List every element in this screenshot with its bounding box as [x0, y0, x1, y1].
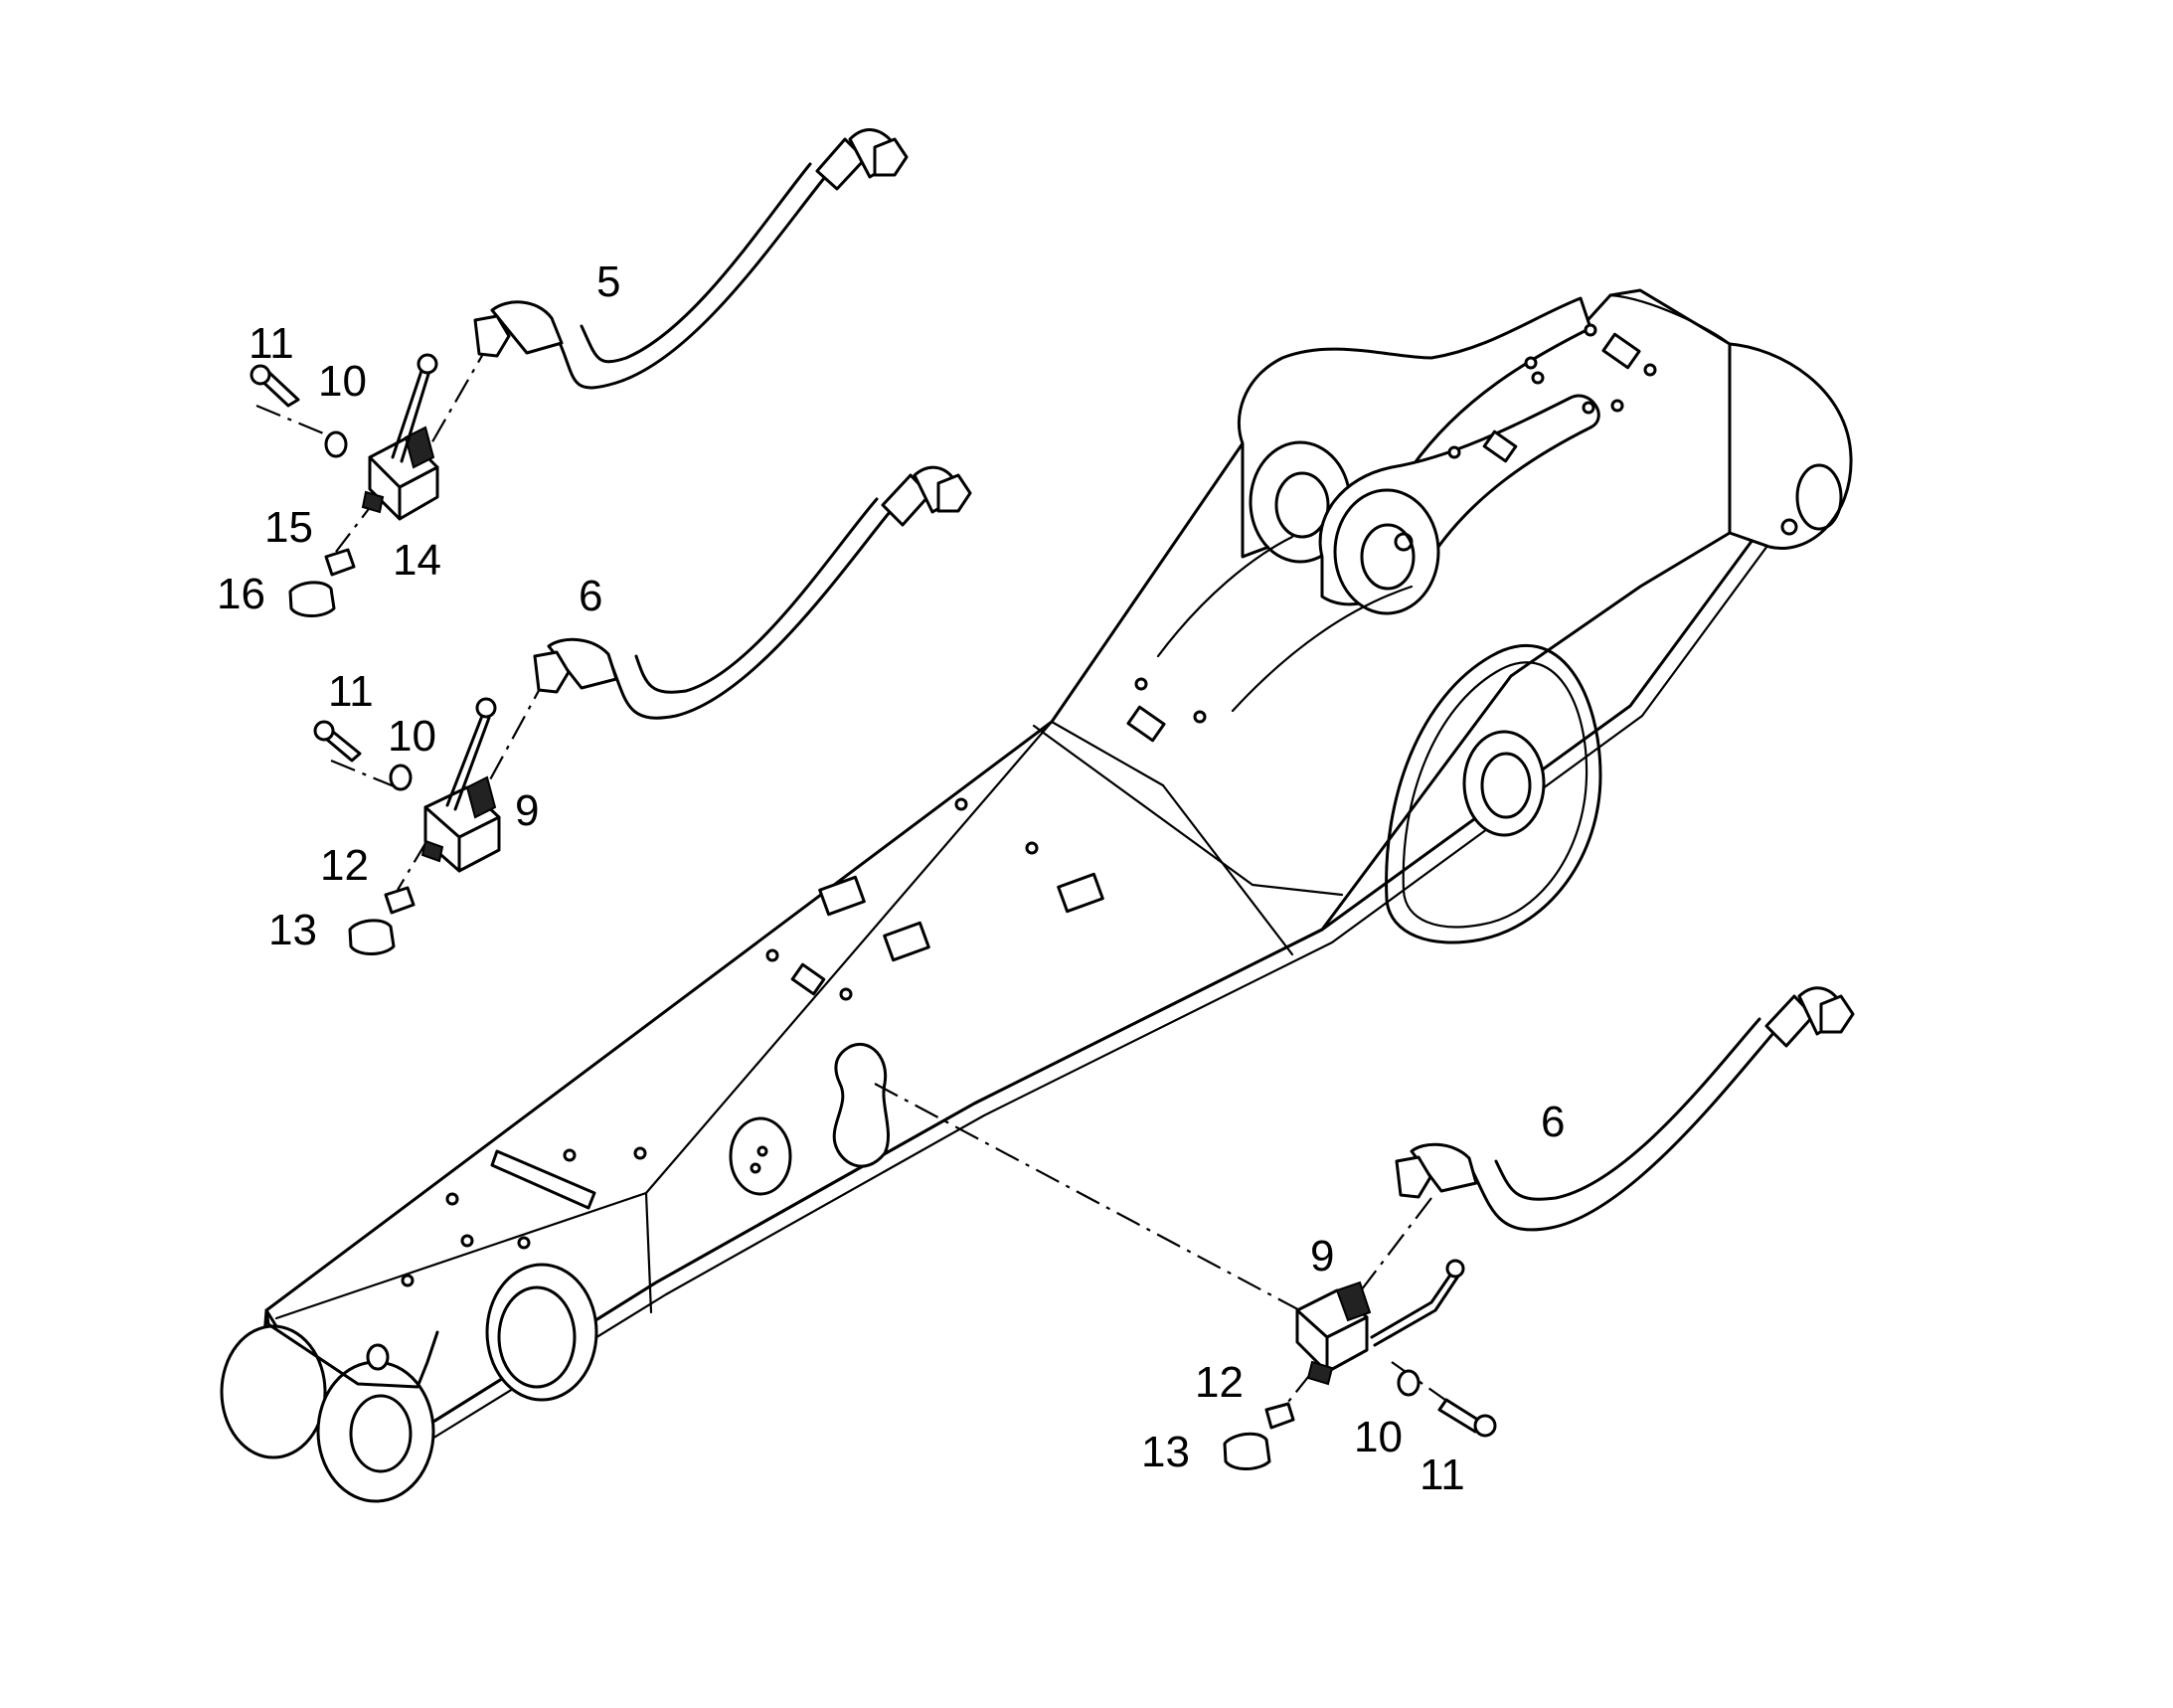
side-panel-oval [1385, 643, 1602, 944]
boom-top-plate [264, 288, 1799, 1449]
cap-16 [288, 581, 336, 617]
callout-14: 14 [393, 536, 441, 585]
callout-13-lower: 13 [1141, 1428, 1190, 1476]
callout-13-mid: 13 [268, 906, 317, 954]
seal-12-low [1264, 1402, 1295, 1430]
bolt-11-low [1437, 1398, 1483, 1434]
callout-12-lower: 12 [1195, 1358, 1244, 1407]
callout-6-lower: 6 [1541, 1098, 1565, 1146]
valve-assembly-middle [313, 697, 501, 955]
callout-16: 16 [217, 570, 265, 618]
callout-10-lower: 10 [1354, 1413, 1403, 1461]
callout-10-top: 10 [318, 357, 367, 406]
washer-10-mid [389, 764, 413, 791]
boom-rear-end [1608, 293, 1853, 550]
callout-labels: 5 11 10 15 14 16 6 11 10 9 12 13 6 9 12 … [217, 257, 1565, 1499]
callout-5: 5 [596, 257, 620, 306]
cap-13-low [1223, 1432, 1271, 1470]
callout-15: 15 [264, 503, 313, 552]
valve-assembly-top [250, 353, 439, 617]
seal-15 [324, 548, 356, 577]
seal-12-mid [384, 886, 416, 915]
cylinder-bracket [1156, 296, 1600, 713]
callout-11-lower: 11 [1420, 1451, 1465, 1499]
lower-pin-boss [485, 1263, 598, 1402]
callout-11-mid: 11 [328, 667, 374, 716]
valve-assembly-lower [1223, 1259, 1497, 1470]
boom-arm [220, 288, 1853, 1503]
callout-11-top: 11 [249, 319, 294, 368]
callout-6-upper: 6 [579, 572, 602, 620]
washer-10-top [324, 430, 348, 458]
hose-6-lower [1395, 986, 1855, 1232]
washer-10-low [1397, 1369, 1421, 1397]
side-bosses [729, 1043, 890, 1196]
top-plate-details [366, 323, 1657, 1371]
mounting-bar [490, 1149, 596, 1210]
callout-12-mid: 12 [320, 841, 369, 890]
callout-9-lower: 9 [1310, 1232, 1334, 1281]
boom-tip-lug [220, 1308, 439, 1503]
hose-5 [473, 128, 909, 390]
cap-13-mid [348, 919, 396, 955]
callout-9-mid: 9 [515, 786, 539, 835]
callout-10-mid: 10 [388, 712, 436, 761]
hose-6-upper [533, 465, 972, 720]
mounting-plate [832, 1043, 890, 1168]
